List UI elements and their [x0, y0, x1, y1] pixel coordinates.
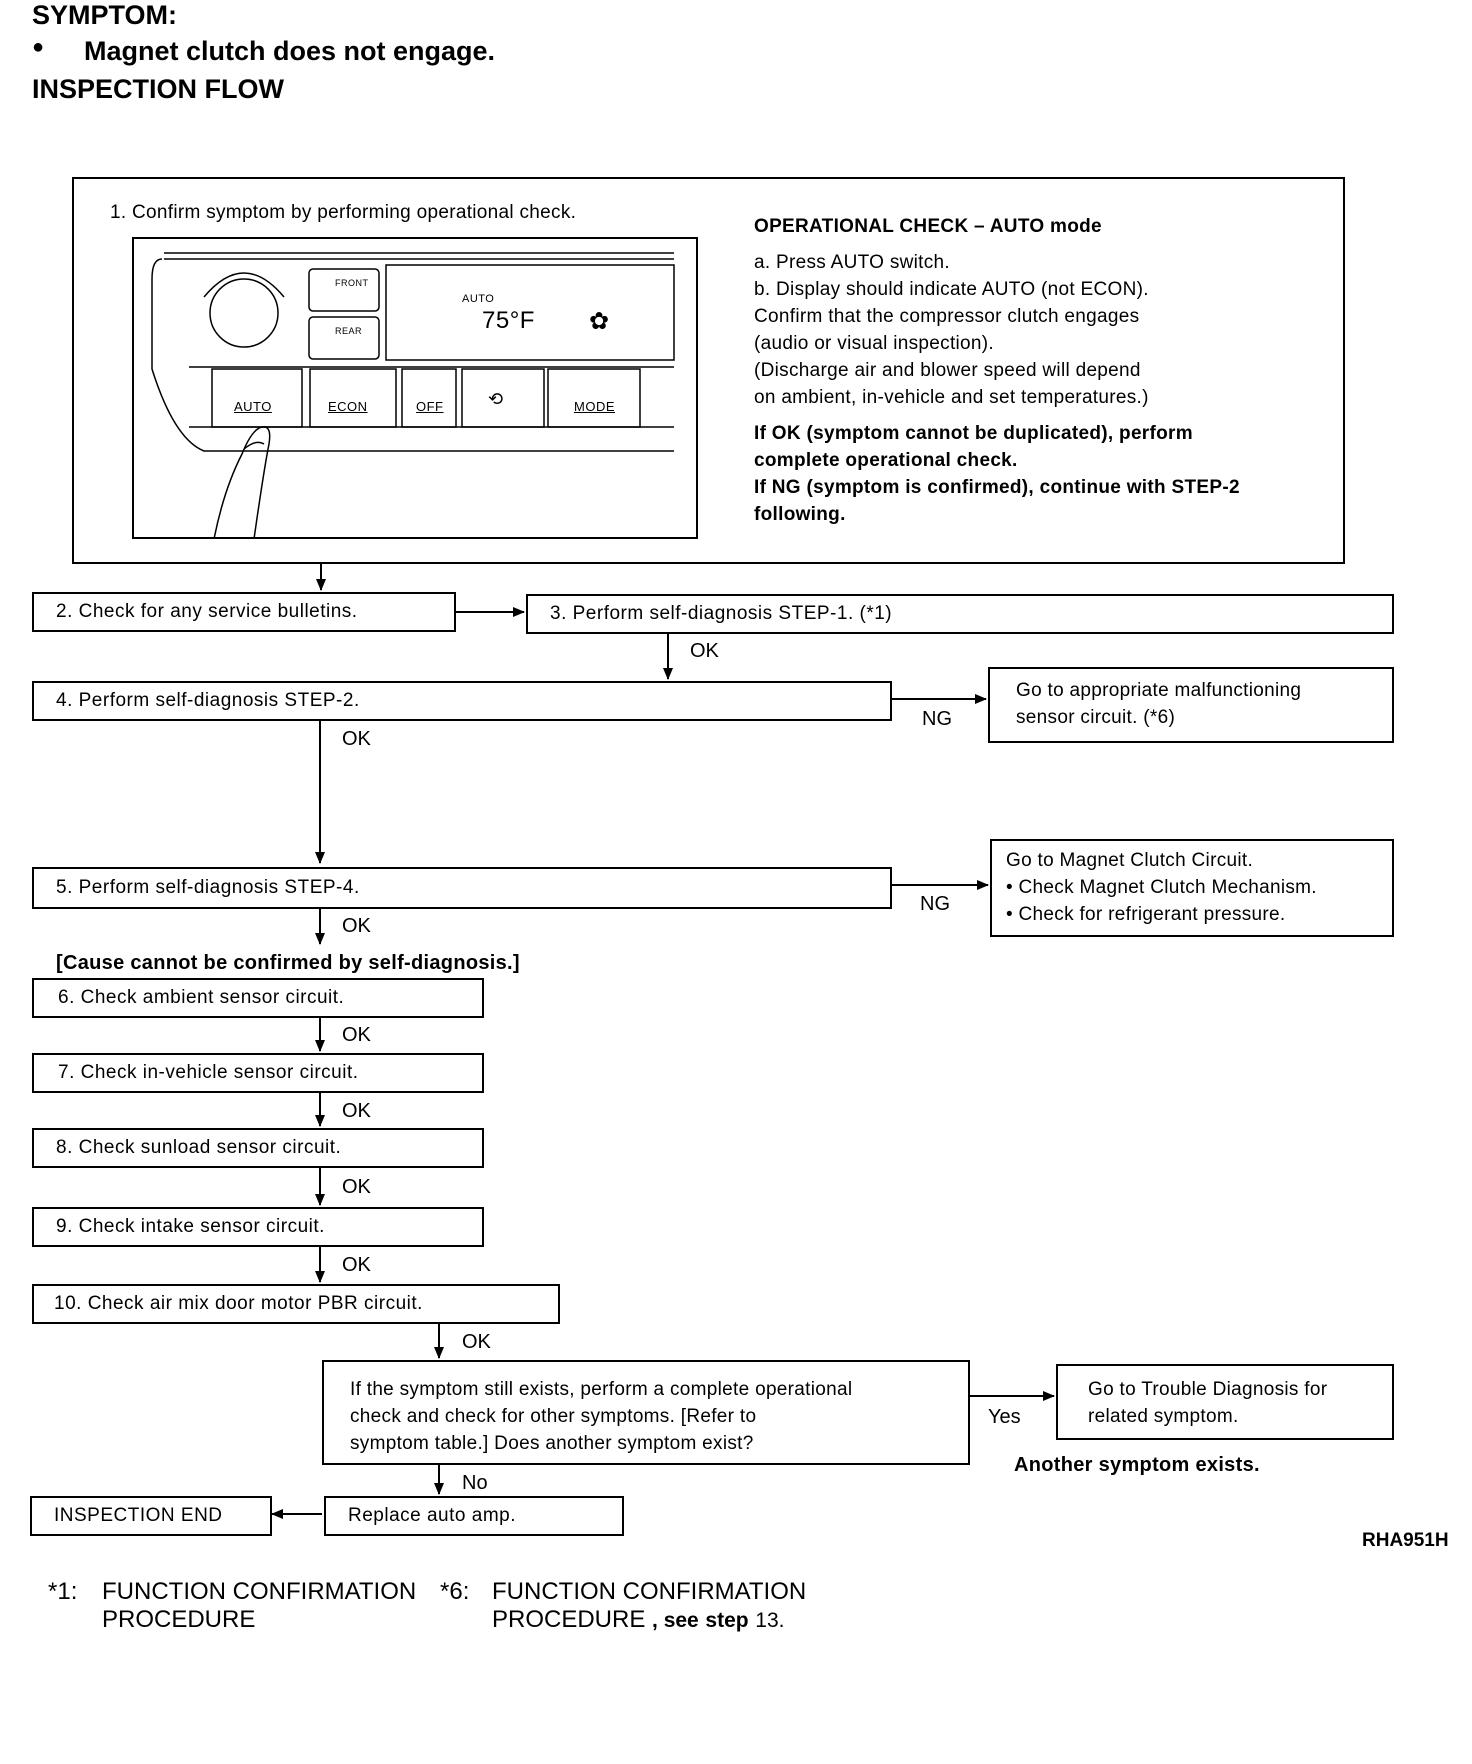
mode-button: MODE — [574, 399, 615, 414]
opcheck-d1: (Discharge air and blower speed will dep… — [754, 360, 1141, 381]
step7-box: 7. Check in-vehicle sensor circuit. — [32, 1053, 484, 1093]
footnote6-line1: FUNCTION CONFIRMATION — [492, 1578, 807, 1605]
footnote1-mark: *1: — [48, 1578, 78, 1605]
ok-label-9: OK — [342, 1254, 371, 1276]
off-button: OFF — [416, 399, 444, 414]
replace-text: Replace auto amp. — [348, 1505, 516, 1526]
footnote6-step: step — [705, 1609, 749, 1632]
step1-box: 1. Confirm symptom by performing operati… — [72, 177, 1345, 564]
step5-ng-box: Go to Magnet Clutch Circuit. • Check Mag… — [990, 839, 1394, 937]
hvac-panel-drawing — [151, 252, 675, 537]
symptom-text: Magnet clutch does not engage. — [84, 36, 496, 66]
footnote1-line1: FUNCTION CONFIRMATION — [102, 1578, 417, 1605]
step6-text: 6. Check ambient sensor circuit. — [58, 987, 345, 1008]
end-box: INSPECTION END — [30, 1496, 272, 1536]
yes-target-box: Go to Trouble Diagnosis for related symp… — [1056, 1364, 1394, 1440]
ok-label-7: OK — [342, 1100, 371, 1122]
step8-box: 8. Check sunload sensor circuit. — [32, 1128, 484, 1168]
decision-line2: check and check for other symptoms. [Ref… — [350, 1406, 757, 1427]
step5-ng-line3: • Check for refrigerant pressure. — [1006, 904, 1286, 925]
ok-label-3: OK — [690, 640, 719, 662]
ok-label-5: OK — [342, 915, 371, 937]
decision-line3: symptom table.] Does another symptom exi… — [350, 1433, 754, 1454]
step5-ng-line2: • Check Magnet Clutch Mechanism. — [1006, 877, 1317, 898]
no-label: No — [462, 1472, 488, 1494]
opcheck-ng1: If NG (symptom is confirmed), continue w… — [754, 477, 1240, 498]
yes-target-line2: related symptom. — [1088, 1406, 1239, 1427]
decision-box: If the symptom still exists, perform a c… — [322, 1360, 970, 1465]
footnote6-number: 13. — [755, 1609, 785, 1632]
decision-line1: If the symptom still exists, perform a c… — [350, 1379, 853, 1400]
ok-label-6: OK — [342, 1024, 371, 1046]
econ-button: ECON — [328, 399, 368, 414]
figure-code: RHA951H — [1362, 1530, 1449, 1551]
step2-box: 2. Check for any service bulletins. — [32, 592, 456, 632]
step3-box: 3. Perform self-diagnosis STEP-1. (*1) — [526, 594, 1394, 634]
step2-text: 2. Check for any service bulletins. — [56, 601, 358, 622]
front-label: FRONT — [335, 278, 369, 288]
step5-text: 5. Perform self-diagnosis STEP-4. — [56, 877, 360, 898]
footnote1: FUNCTION CONFIRMATION PROCEDURE — [102, 1578, 416, 1634]
opcheck-ok1: If OK (symptom cannot be duplicated), pe… — [754, 423, 1193, 444]
section-title: INSPECTION FLOW — [32, 74, 284, 104]
bullet: ● — [32, 36, 45, 58]
step4-ng-line2: sensor circuit. (*6) — [1016, 707, 1176, 728]
step5-box: 5. Perform self-diagnosis STEP-4. — [32, 867, 892, 909]
step3-text: 3. Perform self-diagnosis STEP-1. (*1) — [550, 603, 893, 624]
control-panel-illustration: FRONT REAR AUTO 75°F ✿ AUTO ECON OFF ⟲ M… — [132, 237, 698, 539]
cause-note: [Cause cannot be confirmed by self-diagn… — [56, 952, 520, 974]
opcheck-c2: (audio or visual inspection). — [754, 333, 994, 354]
replace-box: Replace auto amp. — [324, 1496, 624, 1536]
step9-text: 9. Check intake sensor circuit. — [56, 1216, 325, 1237]
step4-ng-box: Go to appropriate malfunctioning sensor … — [988, 667, 1394, 743]
step8-text: 8. Check sunload sensor circuit. — [56, 1137, 342, 1158]
symptom-label: SYMPTOM: — [32, 0, 178, 30]
step7-text: 7. Check in-vehicle sensor circuit. — [58, 1062, 359, 1083]
footnote6-line2: PROCEDURE , see step 13. — [492, 1606, 806, 1635]
auto-button: AUTO — [234, 399, 272, 414]
ok-label-8: OK — [342, 1176, 371, 1198]
step6-box: 6. Check ambient sensor circuit. — [32, 978, 484, 1018]
fan-icon: ✿ — [589, 308, 610, 335]
opcheck-ok2: complete operational check. — [754, 450, 1018, 471]
step10-text: 10. Check air mix door motor PBR circuit… — [54, 1293, 423, 1314]
footnote6-procedure: PROCEDURE — [492, 1606, 646, 1633]
opcheck-a: a. Press AUTO switch. — [754, 252, 951, 273]
end-text: INSPECTION END — [54, 1505, 223, 1526]
another-symptom-note: Another symptom exists. — [1014, 1454, 1260, 1476]
step4-text: 4. Perform self-diagnosis STEP-2. — [56, 690, 360, 711]
footnote6-mark: *6: — [440, 1578, 470, 1605]
ng-label-5: NG — [920, 893, 950, 915]
opcheck-b: b. Display should indicate AUTO (not ECO… — [754, 279, 1149, 300]
step1-title: 1. Confirm symptom by performing operati… — [110, 202, 577, 223]
yes-target-line1: Go to Trouble Diagnosis for — [1088, 1379, 1328, 1400]
footnote6-see: , see — [652, 1609, 699, 1632]
step5-ng-line1: Go to Magnet Clutch Circuit. — [1006, 850, 1254, 871]
opcheck-d2: on ambient, in-vehicle and set temperatu… — [754, 387, 1149, 408]
opcheck-ng2: following. — [754, 504, 846, 525]
ok-label-10: OK — [462, 1331, 491, 1353]
rear-label: REAR — [335, 326, 363, 336]
footnote1-line2: PROCEDURE — [102, 1606, 256, 1633]
step10-box: 10. Check air mix door motor PBR circuit… — [32, 1284, 560, 1324]
display-auto: AUTO — [462, 293, 495, 305]
footnote6: FUNCTION CONFIRMATION PROCEDURE , see st… — [492, 1578, 806, 1635]
step9-box: 9. Check intake sensor circuit. — [32, 1207, 484, 1247]
recirc-icon: ⟲ — [488, 389, 504, 409]
ng-label-4: NG — [922, 708, 952, 730]
step4-ng-line1: Go to appropriate malfunctioning — [1016, 680, 1302, 701]
yes-label: Yes — [988, 1406, 1021, 1428]
opcheck-c1: Confirm that the compressor clutch engag… — [754, 306, 1140, 327]
opcheck-heading: OPERATIONAL CHECK – AUTO mode — [754, 216, 1102, 237]
step4-box: 4. Perform self-diagnosis STEP-2. — [32, 681, 892, 721]
display-temp: 75°F — [482, 307, 535, 334]
ok-label-4: OK — [342, 728, 371, 750]
